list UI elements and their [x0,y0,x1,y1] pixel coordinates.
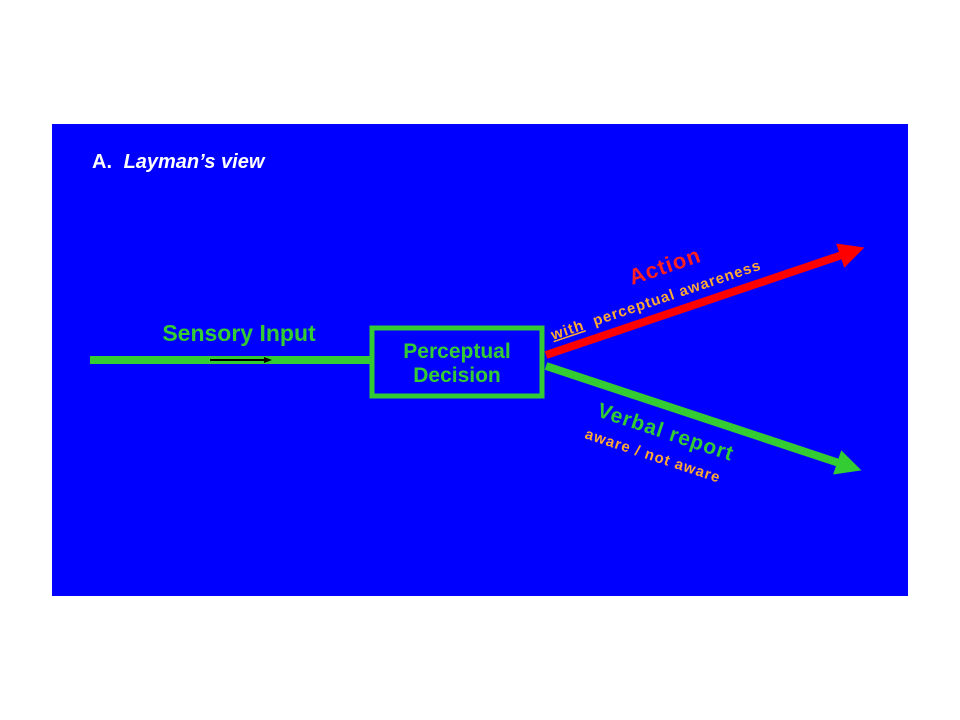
heading-prefix: A. [92,151,112,173]
decision-box-line1: Perceptual [403,340,510,363]
heading-text: Layman’s view [124,151,266,173]
diagram-heading: A. Layman’s view [92,151,266,173]
decision-box-line2: Decision [413,364,501,387]
verbal-report-arrow [544,362,862,475]
perceptual-decision-box [369,325,545,399]
sensory-input-label: Sensory Input [162,320,316,346]
input-direction-arrowhead [264,357,272,363]
action-arrow [544,243,865,359]
